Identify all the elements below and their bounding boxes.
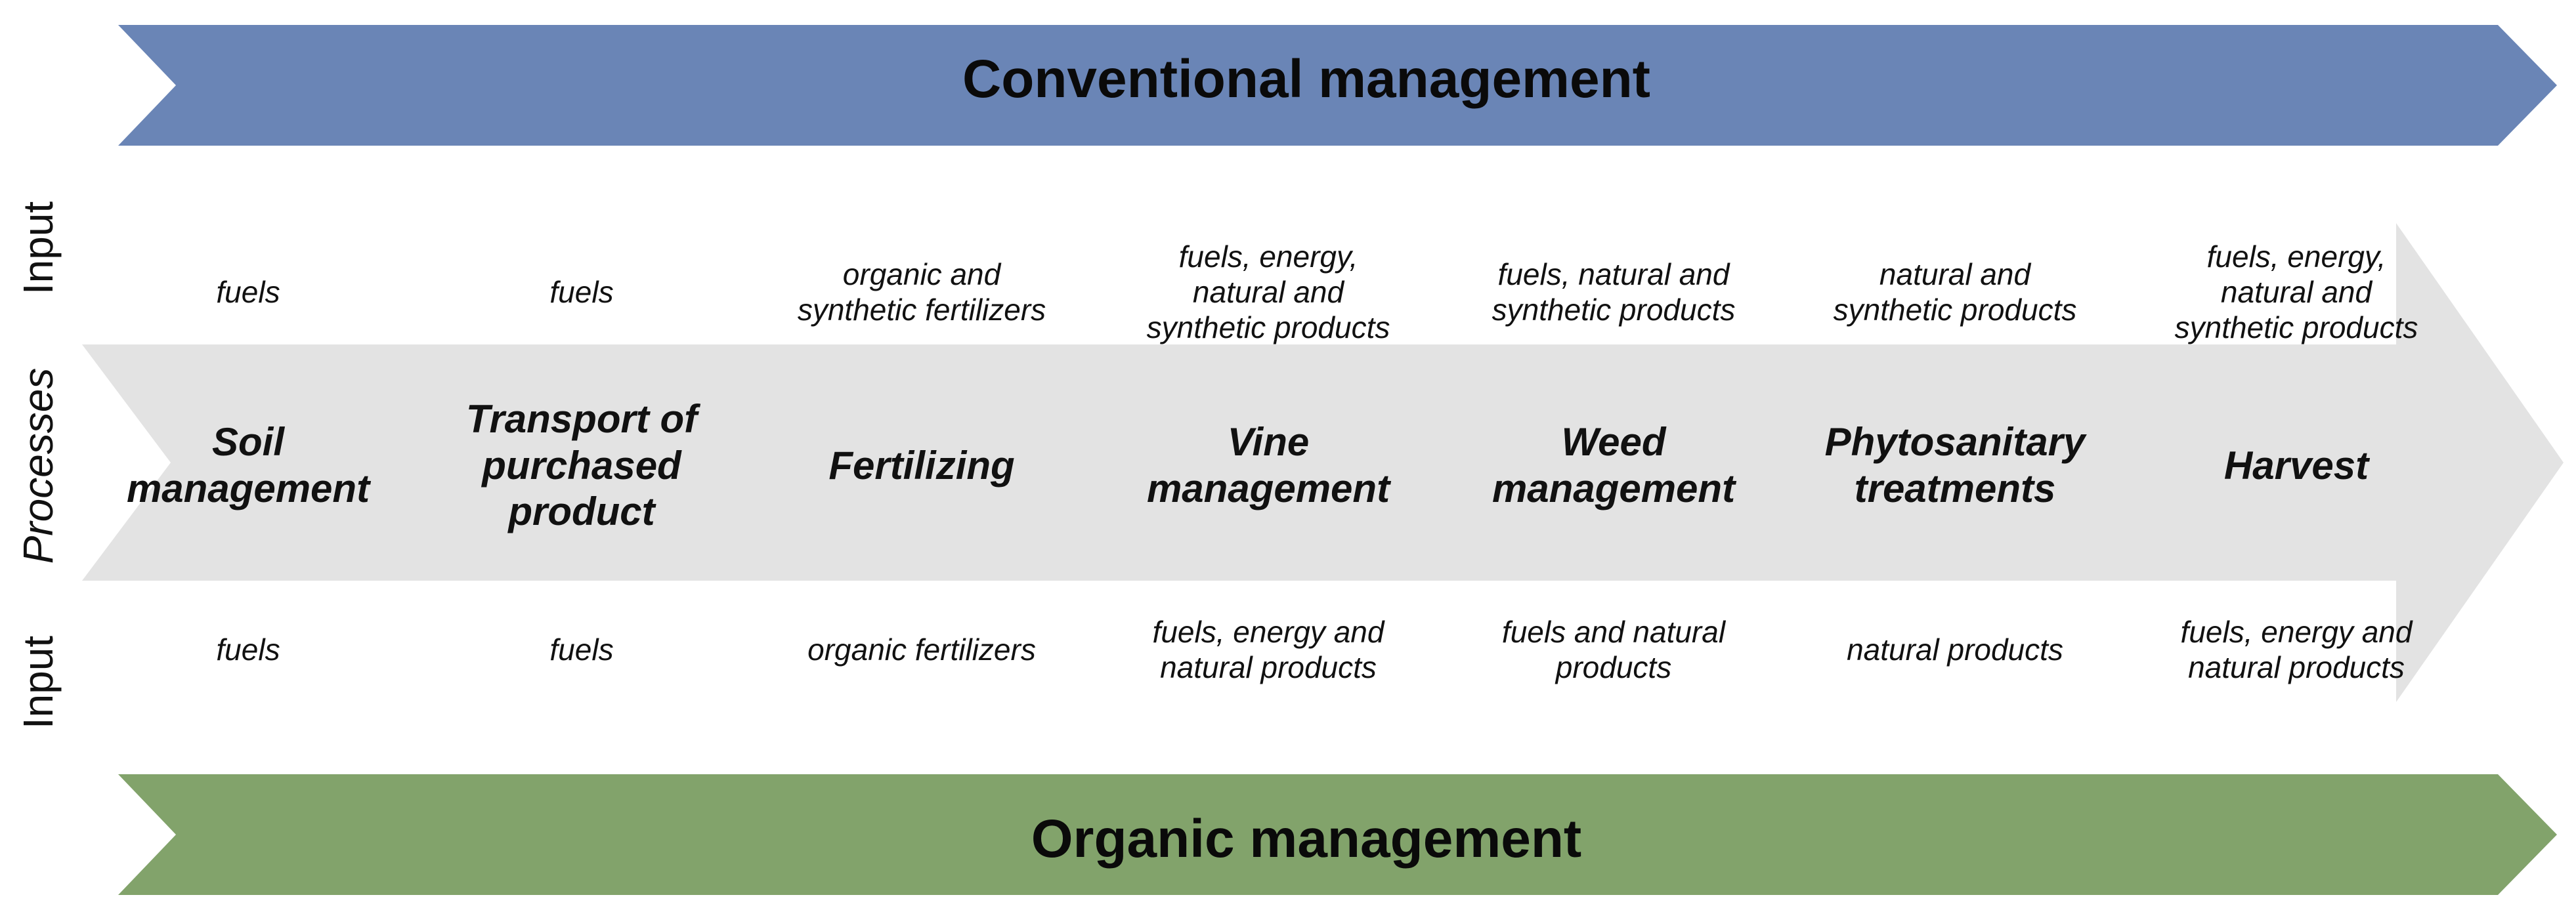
conventional-input-text-line: synthetic products [2174, 310, 2418, 345]
organic-management-title: Organic management [1031, 809, 1582, 869]
process-text-line: Transport of [465, 396, 698, 441]
organic-banner-arrow [118, 774, 2557, 895]
process-text-line: management [1492, 466, 1736, 510]
organic-input-cell: fuels [77, 632, 419, 667]
conventional-input-text-line: natural and [1879, 257, 2031, 291]
process-text-line: Soil [211, 420, 284, 465]
side-label-processes: Processes [14, 367, 62, 564]
conventional-input-text-line: fuels, energy, [1178, 239, 1358, 274]
conventional-input-text-line: synthetic products [1492, 292, 1736, 327]
organic-input-text-line: fuels and natural [1501, 614, 1726, 649]
organic-input-cell: fuels [411, 632, 752, 667]
side-label-conventional-input: Input [14, 201, 62, 295]
organic-input-text-line: fuels [216, 632, 280, 667]
organic-input-text-line: natural products [1847, 632, 2063, 667]
process-text-line: treatments [1854, 466, 2056, 510]
conventional-input-text-line: synthetic fertilizers [797, 292, 1046, 327]
conventional-input-cell: fuels [411, 274, 752, 310]
organic-input-cell: natural products [1784, 632, 2126, 667]
conventional-input-text-line: fuels [549, 274, 614, 309]
organic-input-text-line: fuels [549, 632, 614, 667]
conventional-input-text-line: fuels, natural and [1497, 257, 1730, 291]
organic-input-cell: organic fertilizers [751, 632, 1092, 667]
process-text-line: management [1146, 466, 1390, 510]
conventional-management-title: Conventional management [962, 49, 1650, 109]
process-text-line: Phytosanitary [1824, 420, 2086, 465]
organic-input-text-line: products [1555, 650, 1672, 684]
organic-input-text-line: organic fertilizers [807, 632, 1036, 667]
side-label-organic-input: Input [14, 635, 62, 730]
processes-arrow [82, 223, 2564, 702]
process-text-line: Fertilizing [828, 443, 1015, 488]
process-step: Harvest [2126, 443, 2467, 489]
conventional-input-text-line: synthetic products [1833, 292, 2077, 327]
organic-input-text-line: fuels, energy and [2180, 614, 2413, 649]
conventional-input-text-line: natural and [2220, 274, 2372, 309]
process-text-line: purchased [482, 443, 681, 488]
organic-input-text-line: natural products [1160, 650, 1377, 684]
conventional-input-cell: fuels [77, 274, 419, 310]
process-text-line: Weed [1561, 420, 1666, 465]
conventional-input-text-line: fuels [216, 274, 280, 309]
conventional-input-text-line: natural and [1192, 274, 1344, 309]
conventional-input-text-line: synthetic products [1146, 310, 1390, 345]
process-text-line: Harvest [2223, 443, 2369, 488]
process-step: Fertilizing [751, 443, 1092, 489]
organic-input-text-line: fuels, energy and [1152, 614, 1385, 649]
conventional-input-text-line: fuels, energy, [2206, 239, 2386, 274]
process-text-line: management [126, 466, 370, 510]
conventional-banner-arrow [118, 25, 2557, 146]
process-text-line: Vine [1227, 420, 1310, 465]
process-text-line: product [508, 489, 655, 534]
organic-input-text-line: natural products [2188, 650, 2405, 684]
conventional-input-text-line: organic and [842, 257, 1001, 291]
